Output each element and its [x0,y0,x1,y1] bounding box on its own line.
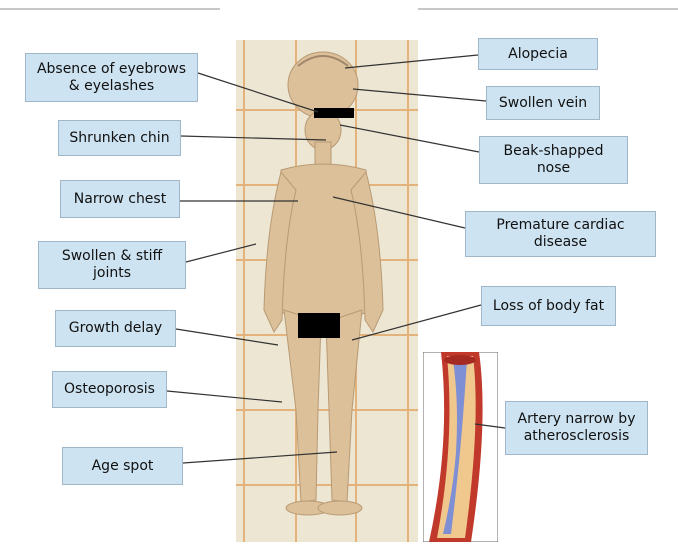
label-age-spot: Age spot [62,447,183,485]
label-swollen-joints-text: Swollen & stiff joints [62,248,162,282]
label-swollen-vein-text: Swollen vein [499,95,587,112]
label-absence-eyebrows: Absence of eyebrows & eyelashes [25,53,198,102]
label-osteoporosis: Osteoporosis [52,371,167,408]
label-alopecia-text: Alopecia [508,46,568,63]
label-osteoporosis-text: Osteoporosis [64,381,155,398]
label-artery-narrow: Artery narrow by atherosclerosis [505,401,648,455]
label-beak-nose-text: Beak-shapped nose [504,143,604,177]
label-growth-delay-text: Growth delay [69,320,162,337]
label-swollen-joints: Swollen & stiff joints [38,241,186,289]
label-premature-cardiac-text: Premature cardiac disease [496,217,624,251]
label-beak-nose: Beak-shapped nose [479,136,628,184]
label-loss-body-fat-text: Loss of body fat [493,298,604,315]
label-shrunken-chin: Shrunken chin [58,120,181,156]
label-alopecia: Alopecia [478,38,598,70]
label-shrunken-chin-text: Shrunken chin [69,130,169,147]
label-growth-delay: Growth delay [55,310,176,347]
label-narrow-chest-text: Narrow chest [74,191,166,208]
label-loss-body-fat: Loss of body fat [481,286,616,326]
label-premature-cardiac: Premature cardiac disease [465,211,656,257]
label-absence-eyebrows-text: Absence of eyebrows & eyelashes [37,61,186,95]
label-artery-narrow-text: Artery narrow by atherosclerosis [518,411,636,445]
label-age-spot-text: Age spot [92,458,154,475]
label-narrow-chest: Narrow chest [60,180,180,218]
label-swollen-vein: Swollen vein [486,86,600,120]
